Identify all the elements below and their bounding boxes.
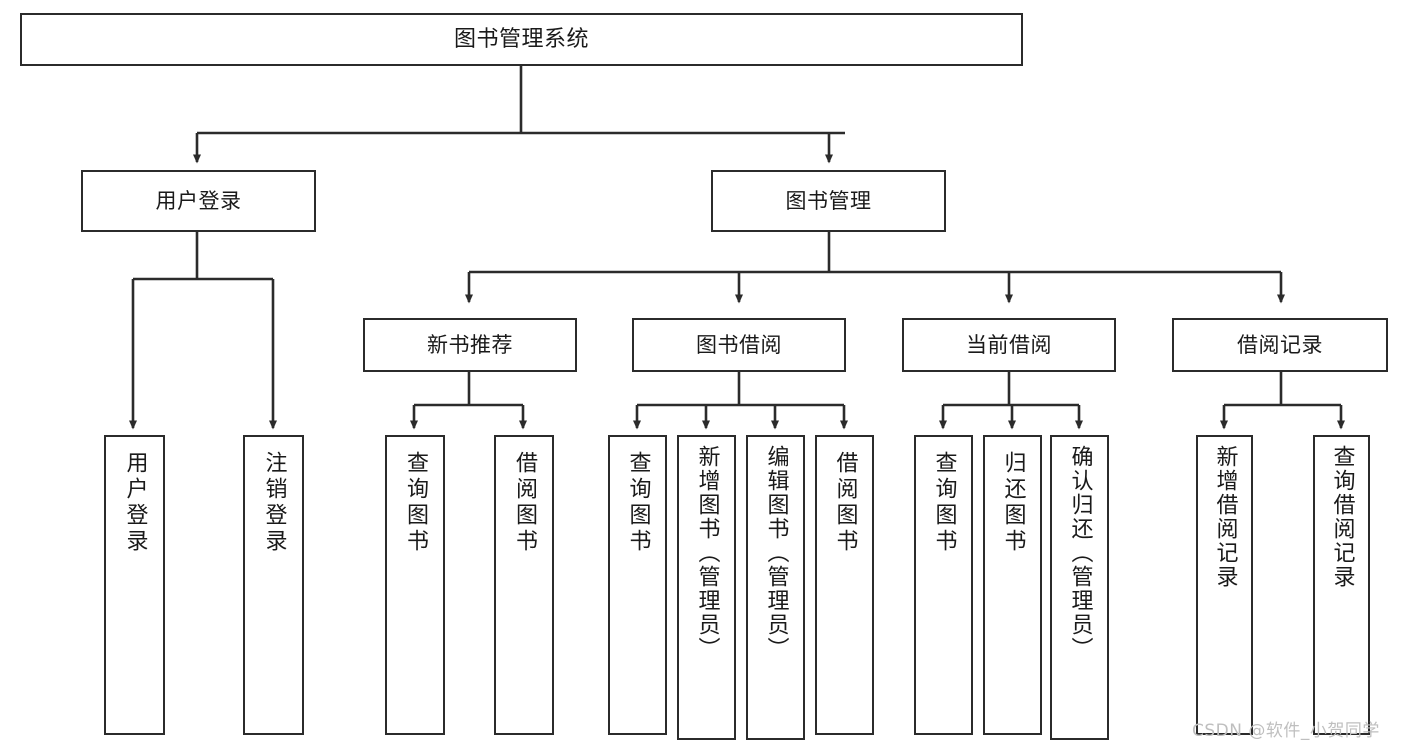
node-label: 新增借阅记录 — [1212, 445, 1238, 589]
node-label: 新书推荐 — [427, 332, 513, 357]
node-label: 图书借阅 — [696, 332, 782, 357]
node-label: 归还图书 — [1000, 451, 1026, 555]
node-leaf-return-book[interactable]: 归还图书 — [983, 435, 1042, 735]
node-label: 查询图书 — [625, 451, 651, 555]
node-new-book-recommendation[interactable]: 新书推荐 — [363, 318, 577, 372]
node-label: 图书管理 — [785, 188, 872, 213]
node-leaf-logout[interactable]: 注销登录 — [243, 435, 304, 735]
node-label: 确认归还（管理员） — [1067, 445, 1093, 661]
node-label: 当前借阅 — [966, 332, 1052, 357]
watermark-text: CSDN @软件_小贺同学 — [1192, 721, 1380, 741]
node-root-book-management-system[interactable]: 图书管理系统 — [20, 13, 1023, 66]
node-label: 查询图书 — [403, 451, 428, 555]
node-label: 图书管理系统 — [453, 26, 589, 52]
node-leaf-borrow-book-recommend[interactable]: 借阅图书 — [494, 435, 554, 735]
node-label: 用户登录 — [122, 451, 148, 555]
node-label: 注销登录 — [261, 451, 287, 555]
node-leaf-add-book-admin[interactable]: 新增图书（管理员） — [677, 435, 736, 740]
node-leaf-query-book-recommend[interactable]: 查询图书 — [385, 435, 445, 735]
node-label: 借阅记录 — [1237, 332, 1323, 357]
node-leaf-query-book-current[interactable]: 查询图书 — [914, 435, 973, 735]
node-user-login[interactable]: 用户登录 — [81, 170, 316, 232]
node-leaf-query-borrow-record[interactable]: 查询借阅记录 — [1313, 435, 1370, 735]
node-book-management[interactable]: 图书管理 — [711, 170, 946, 232]
node-book-borrowing[interactable]: 图书借阅 — [632, 318, 846, 372]
node-leaf-query-book-borrow[interactable]: 查询图书 — [608, 435, 667, 735]
node-borrowing-record[interactable]: 借阅记录 — [1172, 318, 1388, 372]
node-leaf-edit-book-admin[interactable]: 编辑图书（管理员） — [746, 435, 805, 740]
node-label: 新增图书（管理员） — [694, 445, 720, 661]
node-leaf-user-login[interactable]: 用户登录 — [104, 435, 165, 735]
node-leaf-confirm-return-admin[interactable]: 确认归还（管理员） — [1050, 435, 1109, 740]
node-label: 借阅图书 — [832, 451, 858, 555]
node-leaf-borrow-book[interactable]: 借阅图书 — [815, 435, 874, 735]
node-label: 编辑图书（管理员） — [763, 445, 789, 661]
node-leaf-add-borrow-record[interactable]: 新增借阅记录 — [1196, 435, 1253, 735]
node-label: 查询借阅记录 — [1329, 445, 1355, 589]
node-label: 借阅图书 — [512, 451, 537, 555]
node-label: 用户登录 — [155, 188, 242, 213]
node-label: 查询图书 — [931, 451, 957, 555]
node-current-borrowing[interactable]: 当前借阅 — [902, 318, 1116, 372]
